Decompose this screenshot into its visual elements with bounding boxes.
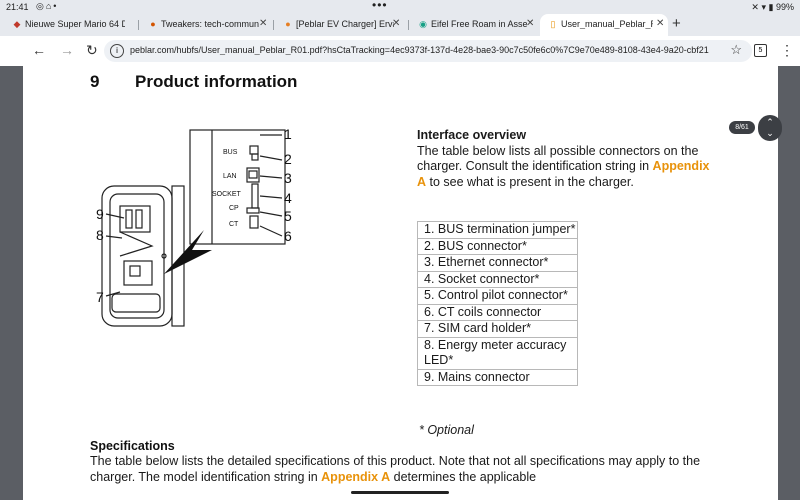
- close-tab-icon[interactable]: ✕: [526, 18, 535, 29]
- battery-icon: ▮: [768, 2, 774, 12]
- charger-diagram: BUS LAN SOCKET CP CT 1 2 3 4 5 6 7 8 9: [96, 126, 292, 327]
- wifi-icon: ▾: [761, 2, 766, 12]
- status-bar: 21:41 ◎⌂• ••• ✕ ▾ ▮ 99%: [0, 0, 800, 14]
- back-button[interactable]: ←: [32, 42, 46, 58]
- table-cell: 3. Ethernet connector*: [417, 254, 578, 272]
- more-notifications-icon: •: [53, 1, 59, 11]
- table-cell: 8. Energy meter accuracy LED*: [417, 336, 578, 370]
- table-row: 2. BUS connector*: [417, 237, 578, 255]
- page-title: Product information: [135, 72, 298, 91]
- browser-tab[interactable]: ◉ Eifel Free Roam in Assetta ✕: [419, 18, 535, 29]
- callout-6: 6: [284, 228, 292, 244]
- browser-tab-active[interactable]: ▯ User_manual_Peblar_R01.p ✕: [540, 14, 668, 36]
- callout-2: 2: [284, 151, 292, 167]
- mute-icon: ✕: [751, 2, 759, 12]
- whatsapp-icon: ◎: [36, 1, 46, 11]
- browser-tab[interactable]: ◆ Nieuwe Super Mario 64 Dr: [13, 19, 125, 29]
- scroll-handle[interactable]: ⌃⌄: [758, 115, 782, 141]
- section-number: 9: [90, 72, 100, 91]
- browser-menu-icon[interactable]: ⋮: [780, 42, 794, 58]
- port-label-ct: CT: [229, 221, 239, 228]
- reload-button[interactable]: ↻: [86, 42, 98, 58]
- callout-7: 7: [96, 289, 104, 305]
- port-label-lan: LAN: [223, 173, 237, 180]
- table-row: 7. SIM card holder*: [417, 320, 578, 338]
- more-dots-icon[interactable]: •••: [372, 0, 388, 12]
- tab-strip: ◆ Nieuwe Super Mario 64 Dr ● Tweakers: t…: [0, 14, 800, 36]
- tab-count-button[interactable]: 5: [754, 44, 767, 57]
- table-row: 4. Socket connector*: [417, 270, 578, 288]
- table-row: 3. Ethernet connector*: [417, 254, 578, 272]
- interface-heading: Interface overview: [417, 128, 527, 142]
- port-label-socket: SOCKET: [212, 191, 242, 198]
- status-right: ✕ ▾ ▮ 99%: [751, 2, 794, 13]
- table-cell: 6. CT coils connector: [417, 303, 578, 321]
- globe-favicon-icon: ◉: [419, 19, 427, 29]
- table-row: 9. Mains connector: [417, 368, 578, 386]
- callout-9: 9: [96, 206, 104, 222]
- address-bar[interactable]: i peblar.com/hubfs/User_manual_Peblar_R0…: [104, 40, 752, 62]
- port-label-cp: CP: [229, 205, 239, 212]
- close-tab-icon[interactable]: ✕: [656, 18, 665, 29]
- port-label-bus: BUS: [223, 149, 238, 156]
- tab-divider: [138, 20, 139, 30]
- browser-tab[interactable]: ● Tweakers: tech-community ✕: [140, 14, 271, 36]
- chevron-down-icon: ⌄: [766, 128, 774, 138]
- gesture-nav-handle[interactable]: [351, 491, 449, 494]
- browser-tab[interactable]: ● [Peblar EV Charger] Ervarin ✕: [275, 14, 406, 36]
- notification-icons: ◎⌂•: [36, 1, 58, 12]
- table-cell: 5. Control pilot connector*: [417, 287, 578, 305]
- tab-divider: [408, 20, 409, 30]
- close-tab-icon[interactable]: ✕: [259, 18, 268, 29]
- table-cell: 4. Socket connector*: [417, 270, 578, 288]
- table-row: 1. BUS termination jumper*: [417, 221, 578, 239]
- tweakers-favicon-icon: ●: [150, 19, 156, 29]
- page-indicator: 8/61: [729, 121, 755, 134]
- appendix-a-link-2[interactable]: Appendix A: [321, 469, 391, 484]
- url-text[interactable]: peblar.com/hubfs/User_manual_Peblar_R01.…: [130, 45, 709, 55]
- callout-3: 3: [284, 170, 292, 186]
- callout-5: 5: [284, 208, 292, 224]
- callout-1: 1: [284, 126, 292, 142]
- interface-overview: Interface overview The table below lists…: [417, 128, 717, 190]
- table-cell: 9. Mains connector: [417, 368, 578, 386]
- optional-note: * Optional: [419, 423, 474, 437]
- chevron-up-icon: ⌃: [766, 117, 774, 127]
- table-row: 8. Energy meter accuracy LED*: [417, 336, 578, 370]
- mario-favicon-icon: ◆: [13, 19, 21, 29]
- callout-4: 4: [284, 190, 292, 206]
- close-tab-icon[interactable]: ✕: [392, 18, 401, 29]
- bookmark-star-icon[interactable]: ☆: [730, 42, 742, 57]
- table-cell: 7. SIM card holder*: [417, 320, 578, 338]
- specifications-text-2: determines the applicable: [390, 469, 537, 484]
- browser-toolbar: ← → ↻ i peblar.com/hubfs/User_manual_Peb…: [0, 36, 800, 66]
- appendix-a-link[interactable]: Appendix A: [417, 159, 710, 189]
- table-cell: 1. BUS termination jumper*: [417, 221, 578, 239]
- table-row: 6. CT coils connector: [417, 303, 578, 321]
- interface-text-end: to see what is present in the charger.: [426, 174, 634, 189]
- specifications-heading: Specifications: [90, 439, 175, 453]
- home-icon: ⌂: [45, 1, 54, 11]
- clock: 21:41: [6, 2, 29, 12]
- battery-level: 99%: [775, 2, 794, 12]
- pdf-favicon-icon: ▯: [550, 19, 556, 29]
- specifications-text: The table below lists the detailed speci…: [90, 454, 710, 485]
- site-info-icon[interactable]: i: [110, 44, 124, 58]
- pdf-page: [23, 66, 778, 500]
- specifications-text-1: The table below lists the detailed speci…: [90, 454, 701, 484]
- peblar-favicon-icon: ●: [285, 19, 291, 29]
- callout-8: 8: [96, 227, 104, 243]
- forward-button[interactable]: →: [60, 42, 74, 58]
- table-cell: 2. BUS connector*: [417, 237, 578, 255]
- tab-divider: [273, 20, 274, 30]
- new-tab-button[interactable]: +: [672, 15, 681, 32]
- connector-table: 1. BUS termination jumper* 2. BUS connec…: [417, 221, 578, 386]
- table-row: 5. Control pilot connector*: [417, 287, 578, 305]
- interface-text: The table below lists all possible conne…: [417, 143, 699, 174]
